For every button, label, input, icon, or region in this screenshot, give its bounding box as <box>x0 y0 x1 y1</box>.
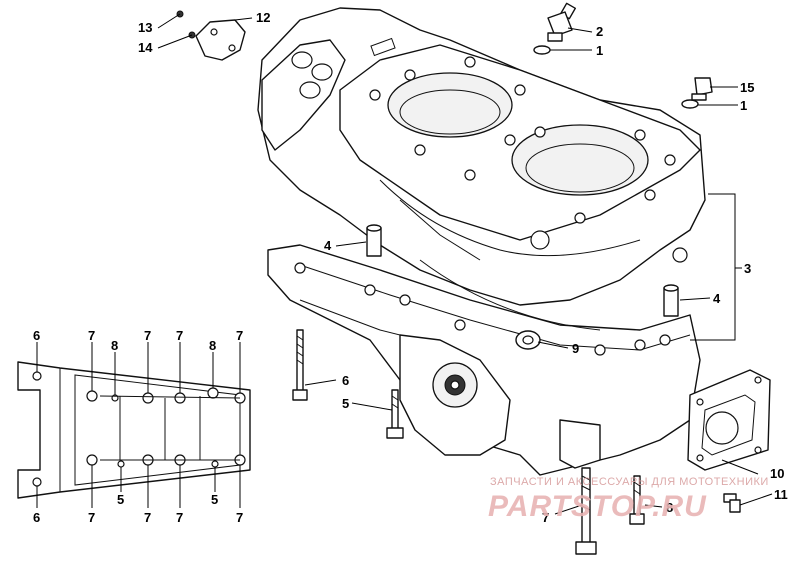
fitting-part-2 <box>547 2 577 42</box>
callout-9: 9 <box>572 341 579 356</box>
dowel-pin-part-4-right <box>663 284 679 317</box>
plug-part-15 <box>691 77 713 101</box>
callout-8-main: 8 <box>666 500 673 515</box>
callout-7-inset-bottom-3: 7 <box>176 510 183 525</box>
callout-4-right: 4 <box>713 291 721 306</box>
bolt-pattern-inset <box>17 361 251 499</box>
callout-7-inset-top-3: 7 <box>176 328 183 343</box>
bolt-part-8-lower <box>629 475 645 525</box>
screw-part-11 <box>723 493 741 513</box>
bolt-part-7-lower <box>575 467 597 555</box>
callout-7-inset-bottom-1: 7 <box>88 510 95 525</box>
callout-7-main: 7 <box>542 510 549 525</box>
callout-3: 3 <box>744 261 751 276</box>
callout-5-inset-a: 5 <box>117 492 124 507</box>
gasket-part-10 <box>687 369 771 471</box>
callout-8-inset-a: 8 <box>111 338 118 353</box>
callout-6-inset-top: 6 <box>33 328 40 343</box>
callout-8-inset-b: 8 <box>209 338 216 353</box>
callout-10: 10 <box>770 466 784 481</box>
watermark-logo: PARTSTOP.RU <box>488 490 707 523</box>
callout-5-inset-b: 5 <box>211 492 218 507</box>
watermark-tagline: ЗАПЧАСТИ И АКСЕССУАРЫ ДЛЯ МОТОТЕХНИКИ <box>490 476 769 488</box>
callout-7-inset-bottom-2: 7 <box>144 510 151 525</box>
callout-6-inset-bottom: 6 <box>33 510 40 525</box>
lower-crankcase <box>267 244 701 476</box>
callout-11: 11 <box>774 487 788 502</box>
callout-1-top: 1 <box>596 43 603 58</box>
callout-4-left: 4 <box>324 238 332 253</box>
callout-numbers: 1 1 2 3 4 4 5 5 5 6 6 6 7 7 7 7 7 7 7 7 … <box>33 10 788 525</box>
washer-part-1-top <box>533 45 551 55</box>
callout-5-main: 5 <box>342 396 349 411</box>
leader-lines <box>36 13 773 515</box>
callout-12: 12 <box>256 10 270 25</box>
callout-7-inset-top-4: 7 <box>236 328 243 343</box>
callout-6-main: 6 <box>342 373 349 388</box>
callout-15: 15 <box>740 80 754 95</box>
callout-13: 13 <box>138 20 152 35</box>
callout-14: 14 <box>138 40 153 55</box>
callout-7-inset-top-1: 7 <box>88 328 95 343</box>
callout-2: 2 <box>596 24 603 39</box>
dowel-pin-part-4-left <box>366 224 382 257</box>
bolt-part-6 <box>292 329 308 401</box>
watermark: ЗАПЧАСТИ И АКСЕССУАРЫ ДЛЯ МОТОТЕХНИКИ PA… <box>488 476 769 523</box>
callout-7-inset-top-2: 7 <box>144 328 151 343</box>
washer-part-1-right <box>681 99 699 109</box>
cover-plate-part-12 <box>176 10 246 61</box>
callout-7-inset-bottom-4: 7 <box>236 510 243 525</box>
callout-1-right: 1 <box>740 98 747 113</box>
